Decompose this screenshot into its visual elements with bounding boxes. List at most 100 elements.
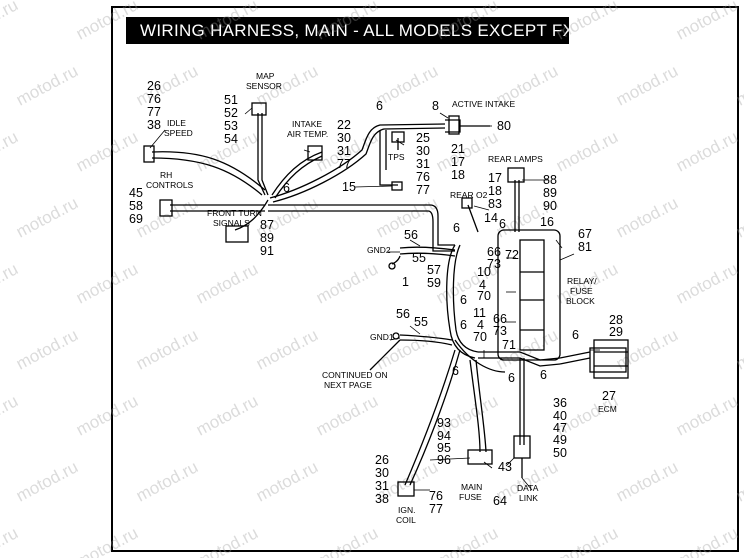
num-55a: 55 [412,251,426,265]
watermark-text: motod.ru [193,0,261,44]
data-link-num-50: 50 [553,446,567,460]
num-6c: 6 [499,217,506,231]
data-link-num-36: 36 [553,396,567,410]
num-73b: 73 [493,324,507,338]
watermark-text: motod.ru [193,391,261,439]
num-70b: 70 [473,330,487,344]
rh-controls-num-2: 58 [129,199,143,213]
watermark-text: motod.ru [133,457,201,505]
watermark-text: motod.ru [673,523,741,558]
rear-lamps-label: REAR LAMPS [488,154,543,164]
watermark-text: motod.ru [0,523,21,558]
rh-controls-num-1: 45 [129,186,143,200]
watermark-text: motod.ru [553,0,621,44]
num-16: 16 [540,215,554,229]
relay-label-3: BLOCK [566,296,595,306]
num-14: 14 [484,211,498,225]
data-link-num-49: 49 [553,433,567,447]
active-intake-num-17: 17 [451,155,465,169]
watermark-text: motod.ru [433,127,501,175]
iat-label-1: INTAKE [292,119,322,129]
iat-label-2: AIR TEMP. [287,129,328,139]
ign-coil-num-38: 38 [375,492,389,506]
watermark-text: motod.ru [313,391,381,439]
num-6i: 6 [508,371,515,385]
map-sensor-num-4: 54 [224,132,238,146]
watermark-text: motod.ru [733,61,744,109]
active-intake-num-80: 80 [497,119,511,133]
num-6d: 6 [453,221,460,235]
data-link-num-47: 47 [553,421,567,435]
iat-num-2: 30 [337,131,351,145]
watermark-text: motod.ru [313,259,381,307]
watermark-text: motod.ru [673,127,741,175]
main-fuse-num-96: 96 [437,453,451,467]
watermark-text: motod.ru [133,325,201,373]
watermark-text: motod.ru [13,457,81,505]
watermark-text: motod.ru [0,127,21,175]
ign-coil-num-76: 76 [429,489,443,503]
tps-num-5: 77 [416,183,430,197]
rear-lamps-num-89: 89 [543,186,557,200]
labels: MAP SENSOR 51 52 53 54 26 76 77 38 IDLE … [129,71,623,525]
watermark-text: motod.ru [73,523,141,558]
relay-label-1: RELAY/ [567,276,597,286]
ign-coil-num-31: 31 [375,479,389,493]
tps-num-2: 30 [416,144,430,158]
num-56b: 56 [396,307,410,321]
num-4b: 4 [477,318,484,332]
map-sensor-num-2: 52 [224,106,238,120]
rear-lamps-num-18: 18 [488,184,502,198]
idle-speed-num-3: 77 [147,105,161,119]
ecm-num-29: 29 [609,325,623,339]
tps-num-1: 25 [416,131,430,145]
active-intake-num-18: 18 [451,168,465,182]
num-6e: 6 [460,293,467,307]
front-turn-label-2: SIGNALS [213,218,250,228]
ign-coil-num-77: 77 [429,502,443,516]
watermark-text: motod.ru [733,325,744,373]
num-6a: 6 [283,181,290,195]
tps-num-4: 76 [416,170,430,184]
ign-coil-num-30: 30 [375,466,389,480]
watermark-text: motod.ru [0,0,21,44]
watermark-text: motod.ru [673,0,741,44]
num-59: 59 [427,276,441,290]
ecm-num-27: 27 [602,389,616,403]
gnd2-label: GND2 [367,245,391,255]
watermark-text: motod.ru [0,391,21,439]
active-intake-num-8: 8 [432,99,439,113]
num-66a: 66 [487,245,501,259]
watermark-text: motod.ru [433,0,501,44]
main-fuse-label-1: MAIN [461,482,482,492]
num-73a: 73 [487,257,501,271]
ign-coil-label-2: COIL [396,515,416,525]
watermark-text: motod.ru [73,127,141,175]
harness-wires [143,102,629,497]
idle-speed-label-2: SPEED [164,128,193,138]
rh-controls-label-2: CONTROLS [146,180,194,190]
num-71: 71 [502,338,516,352]
num-4a: 4 [479,278,486,292]
main-fuse-num-93: 93 [437,416,451,430]
watermark-text: motod.ru [553,523,621,558]
num-6g: 6 [572,328,579,342]
tps-num-3: 31 [416,157,430,171]
num-6j: 6 [540,368,547,382]
watermark-text: motod.ru [613,193,681,241]
watermark-text: motod.ru [613,61,681,109]
diagram-frame [111,6,739,552]
main-fuse-num-64: 64 [493,494,507,508]
data-link-num-43: 43 [498,460,512,474]
watermark-text: motod.ru [13,193,81,241]
idle-speed-num-2: 76 [147,92,161,106]
num-57: 57 [427,263,441,277]
map-sensor-num-1: 51 [224,93,238,107]
leader-lines [149,107,600,491]
num-66b: 66 [493,312,507,326]
main-fuse-label-2: FUSE [459,492,482,502]
main-fuse-num-94: 94 [437,429,451,443]
iat-num-1: 22 [337,118,351,132]
watermark-text: motod.ru [553,127,621,175]
